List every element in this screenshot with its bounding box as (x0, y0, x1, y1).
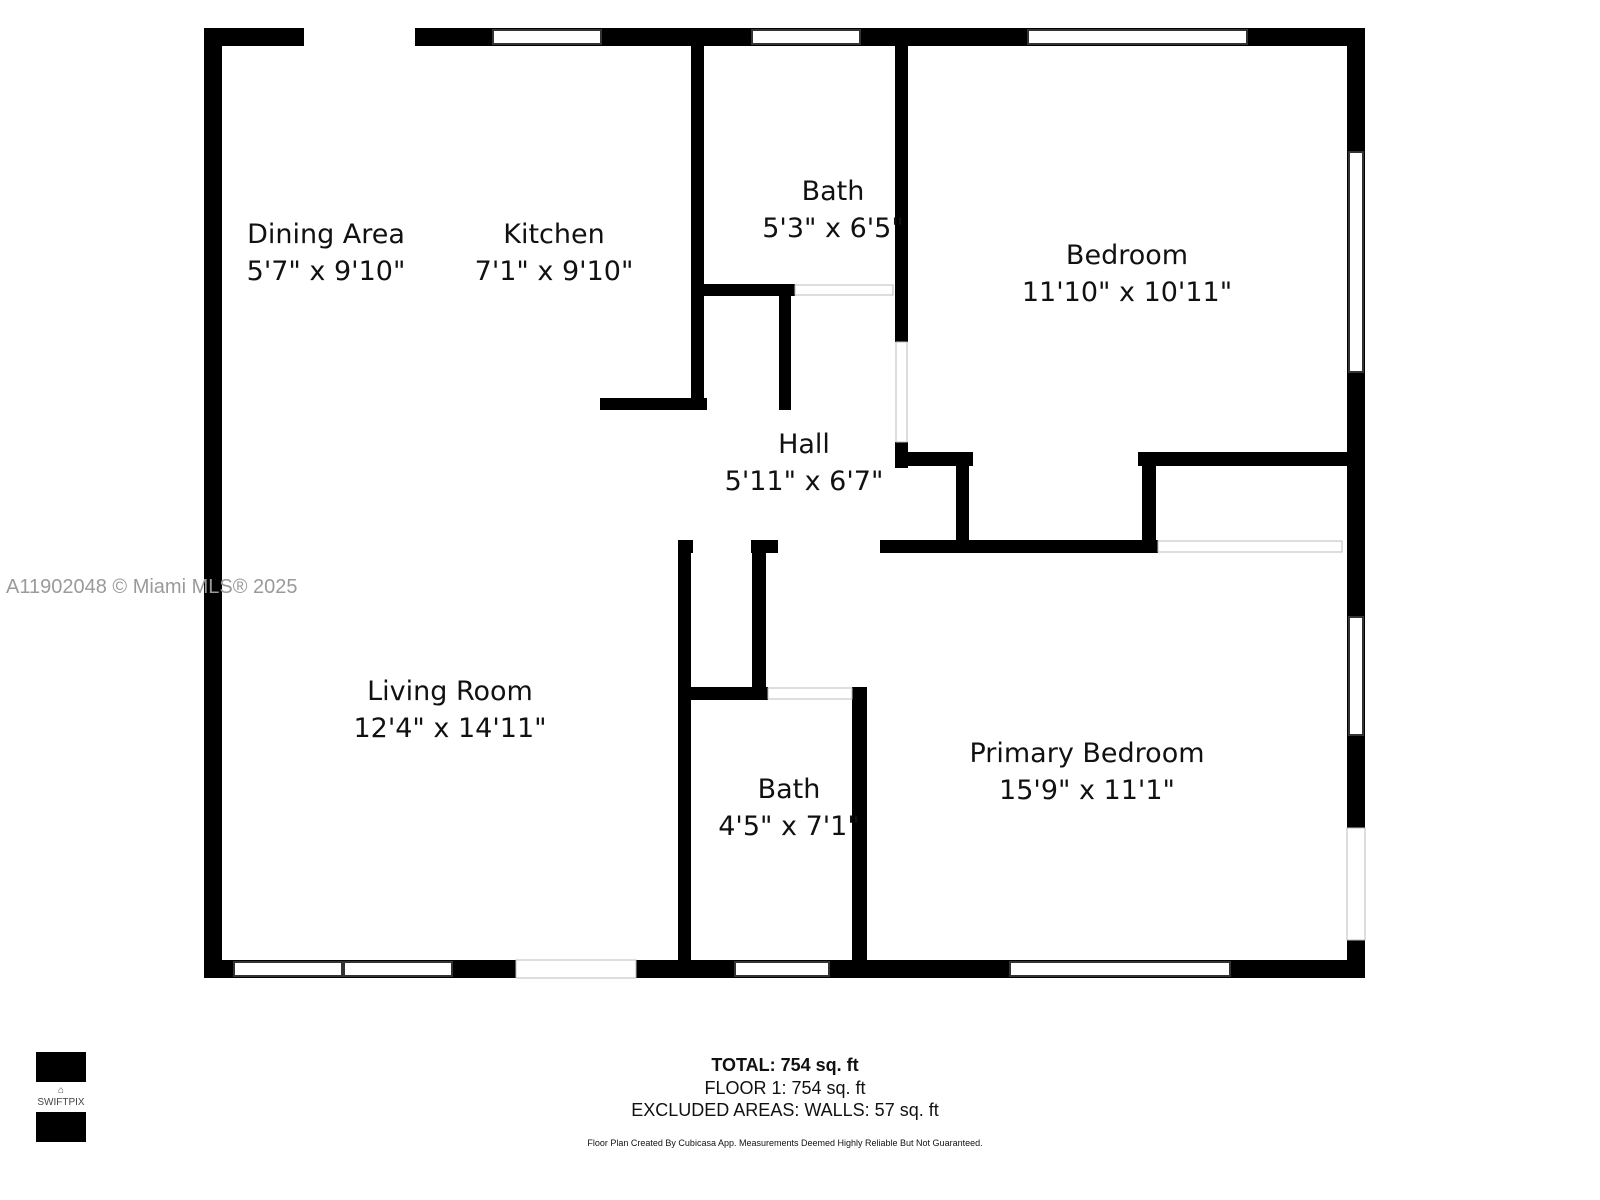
door-bath (794, 284, 894, 296)
room-living-room: Living Room 12'4" x 14'11" (353, 673, 546, 747)
wall-bath2-left (678, 540, 691, 978)
wall-closet2-side (1142, 452, 1156, 552)
logo-text: SWIFTPIX (37, 1097, 85, 1108)
excluded-area: EXCLUDED AREAS: WALLS: 57 sq. ft (631, 1100, 939, 1120)
disclaimer: Floor Plan Created By Cubicasa App. Meas… (587, 1138, 983, 1148)
door-bath2 (767, 687, 853, 700)
room-kitchen: Kitchen 7'1" x 9'10" (475, 216, 634, 290)
room-name: Kitchen (503, 219, 605, 250)
window (734, 961, 830, 977)
room-size: 7'1" x 9'10" (474, 256, 634, 287)
room-primary-bedroom: Primary Bedroom 15'9" x 11'1" (969, 735, 1204, 809)
wall-bath2-top (678, 687, 768, 700)
watermark: A11902048 © Miami MLS® 2025 (6, 576, 298, 598)
room-size: 15'9" x 11'1" (999, 775, 1175, 806)
openings (233, 28, 1366, 979)
room-name: Bedroom (1065, 240, 1189, 271)
wall-closet (779, 284, 791, 410)
opening-right (1346, 827, 1366, 941)
window (1009, 961, 1231, 977)
home-icon: ⌂ (57, 1085, 65, 1096)
window (751, 29, 861, 45)
room-size: 12'4" x 14'11" (353, 713, 547, 744)
wall-linen (752, 540, 766, 700)
room-name: Primary Bedroom (969, 738, 1205, 769)
wall-closet2-top (1138, 452, 1347, 466)
room-hall: Hall 5'11" x 6'7" (725, 426, 884, 500)
room-bath-2: Bath 4'5" x 7'1" (718, 771, 860, 845)
window (1348, 151, 1364, 373)
wall-kitchen-right (691, 46, 704, 410)
wall-closet-side (956, 452, 969, 552)
swiftpix-logo: ⌂SWIFTPIX (36, 1052, 86, 1142)
room-name: Living Room (367, 676, 533, 707)
window (1027, 29, 1248, 45)
closet-opening (1157, 540, 1343, 553)
room-name: Bath (757, 774, 821, 805)
room-dining-area: Dining Area 5'7" x 9'10" (247, 216, 406, 290)
room-size: 5'7" x 9'10" (246, 256, 406, 287)
wall-bath-bottom (704, 284, 795, 296)
door-top (304, 28, 415, 46)
wall-left (204, 28, 222, 978)
wall-closet-top (895, 452, 973, 466)
wall-bath2-right (852, 687, 867, 978)
room-bath-1: Bath 5'3" x 6'5" (762, 173, 904, 247)
wall-bath-bedroom (895, 46, 908, 342)
room-size: 5'3" x 6'5" (762, 213, 904, 244)
room-name: Dining Area (247, 219, 405, 250)
room-bedroom: Bedroom 11'10" x 10'11" (1022, 237, 1232, 311)
room-size: 11'10" x 10'11" (1021, 277, 1233, 308)
door-entry (515, 959, 637, 979)
room-name: Hall (778, 429, 830, 460)
total-area: TOTAL: 754 sq. ft (711, 1055, 859, 1075)
window (1348, 616, 1364, 736)
room-name: Bath (801, 176, 865, 207)
window (492, 29, 602, 45)
wall-bedroom-bottom (880, 540, 1158, 553)
wall-kitchen-stub (600, 398, 707, 410)
room-size: 5'11" x 6'7" (724, 466, 884, 497)
door-bedroom (895, 341, 908, 443)
room-size: 4'5" x 7'1" (718, 811, 860, 842)
floor-area: FLOOR 1: 754 sq. ft (704, 1078, 866, 1098)
